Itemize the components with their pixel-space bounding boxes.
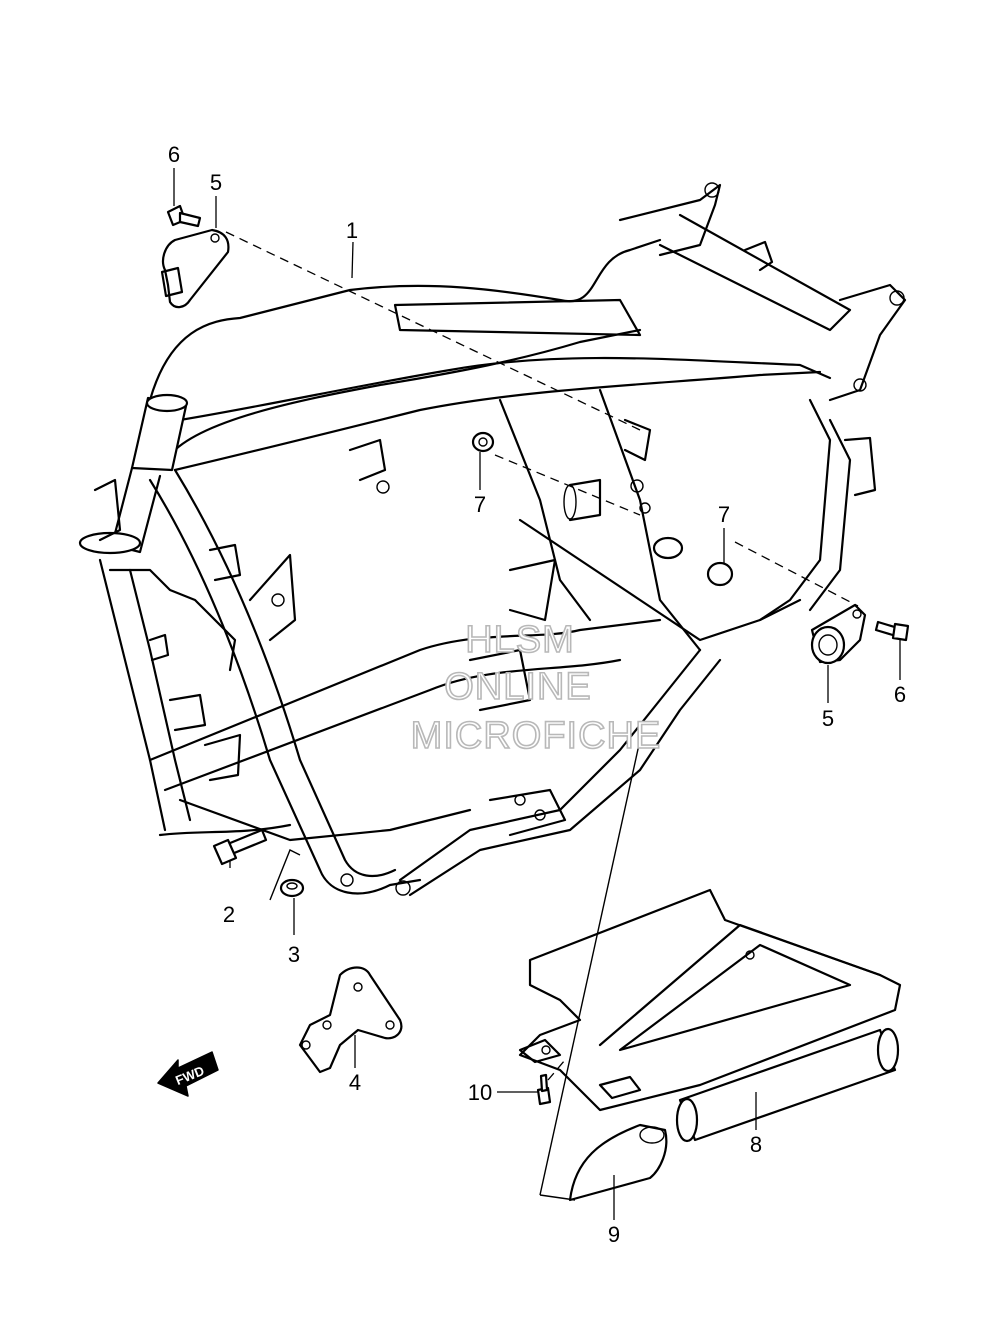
grommet-part-7-left[interactable] xyxy=(471,431,495,453)
main-frame[interactable] xyxy=(78,182,907,897)
nut-part-3[interactable] xyxy=(279,878,305,898)
watermark-line-1: HLSM xyxy=(465,619,575,661)
bolt-part-6-right[interactable] xyxy=(874,620,910,642)
leader-lines xyxy=(173,168,901,1220)
callout-4: 4 xyxy=(349,1070,361,1095)
callout-5-right: 5 xyxy=(822,706,834,731)
grommet-part-7-right[interactable] xyxy=(706,561,734,587)
callout-7-right: 7 xyxy=(718,502,730,527)
watermark: HLSM ONLINE MICROFICHE xyxy=(410,618,662,758)
watermark-line-2: ONLINE xyxy=(444,666,591,708)
bracket-part-5-left[interactable] xyxy=(160,228,230,309)
callout-5-left: 5 xyxy=(210,170,222,195)
watermark-line-3: MICROFICHE xyxy=(411,715,662,757)
bolt-part-6-left[interactable] xyxy=(166,204,202,228)
callout-7-left: 7 xyxy=(474,492,486,517)
bracket-part-5-right[interactable] xyxy=(810,603,867,665)
callout-6-right: 6 xyxy=(894,682,906,707)
fwd-arrow-icon xyxy=(157,1051,219,1097)
bolt-part-10[interactable] xyxy=(536,1073,552,1106)
callout-6-left: 6 xyxy=(168,142,180,167)
callout-3: 3 xyxy=(288,942,300,967)
fwd-badge: FWD xyxy=(157,1051,219,1097)
callout-10: 10 xyxy=(468,1080,492,1105)
callout-1: 1 xyxy=(346,218,358,243)
callout-8: 8 xyxy=(750,1132,762,1157)
callout-9: 9 xyxy=(608,1222,620,1247)
callout-2: 2 xyxy=(223,902,235,927)
bracket-part-4[interactable] xyxy=(298,966,403,1074)
callout-labels: 1 6 5 7 7 5 6 2 3 4 10 8 9 xyxy=(168,142,906,1247)
lower-cover-assembly[interactable] xyxy=(518,739,902,1202)
bolt-part-2[interactable] xyxy=(212,828,268,866)
